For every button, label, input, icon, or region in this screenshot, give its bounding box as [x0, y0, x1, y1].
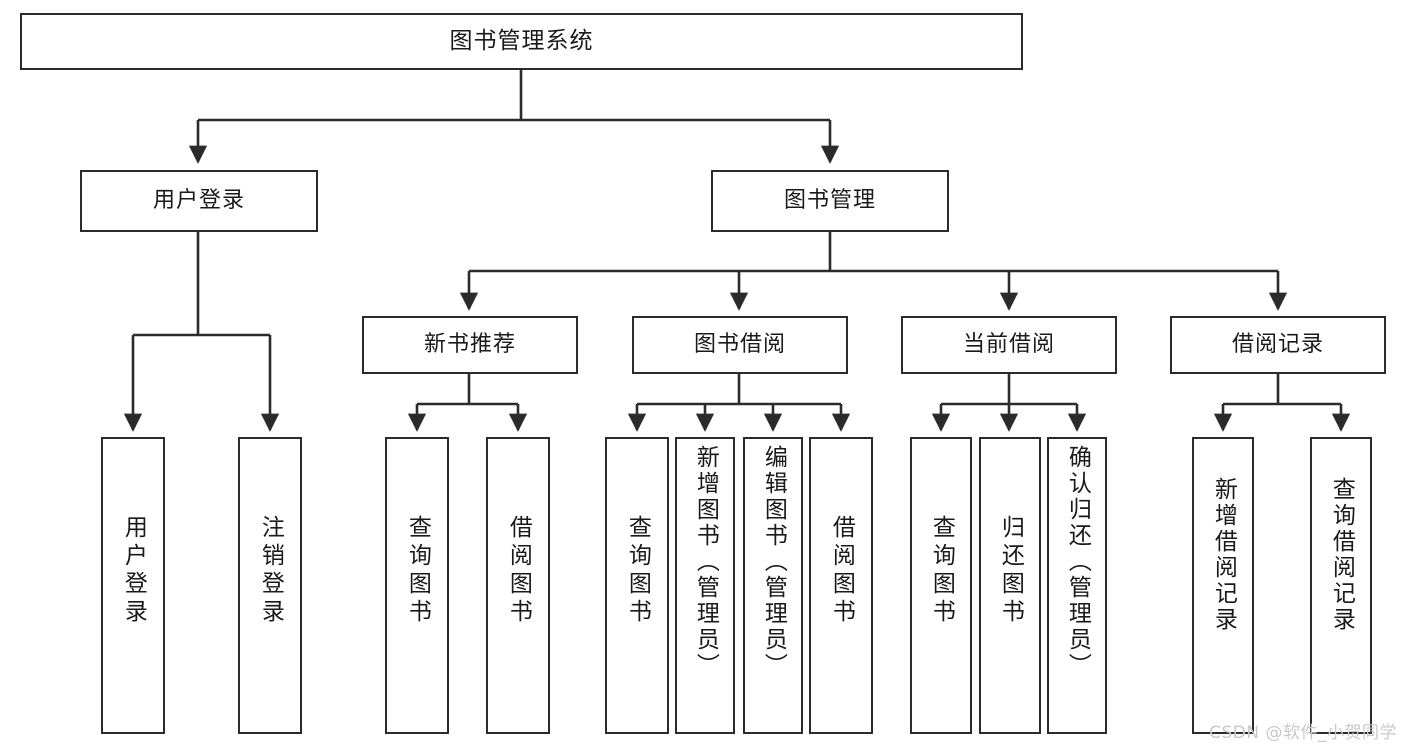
node-label: 图书借阅	[693, 332, 786, 358]
leaf-query-book-borrow[interactable]: 查询图书	[605, 437, 669, 734]
node-label: 用户登录	[120, 515, 147, 627]
node-label: 当前借阅	[962, 332, 1055, 358]
node-borrow-record[interactable]: 借阅记录	[1170, 316, 1386, 374]
leaf-query-book-current[interactable]: 查询图书	[910, 437, 972, 734]
node-book-management[interactable]: 图书管理	[711, 170, 949, 232]
node-user-login[interactable]: 用户登录	[80, 170, 318, 232]
leaf-edit-book-admin[interactable]: 编辑图书（管理员）	[743, 437, 803, 734]
node-label: 查询图书	[404, 515, 431, 627]
leaf-borrow-book-recommend[interactable]: 借阅图书	[486, 437, 550, 734]
node-book-borrow[interactable]: 图书借阅	[632, 316, 848, 374]
leaf-query-borrow-record[interactable]: 查询借阅记录	[1310, 437, 1372, 734]
node-label: 借阅图书	[505, 515, 532, 627]
node-current-borrow[interactable]: 当前借阅	[901, 316, 1117, 374]
node-label: 查询借阅记录	[1328, 477, 1355, 633]
node-label: 图书管理系统	[449, 27, 594, 54]
node-label: 用户登录	[152, 188, 245, 214]
leaf-add-book-admin[interactable]: 新增图书（管理员）	[675, 437, 735, 734]
leaf-borrow-book[interactable]: 借阅图书	[809, 437, 873, 734]
leaf-user-login[interactable]: 用户登录	[101, 437, 165, 734]
node-root-book-management-system[interactable]: 图书管理系统	[20, 13, 1023, 70]
node-label: 新书推荐	[423, 332, 516, 358]
leaf-add-borrow-record[interactable]: 新增借阅记录	[1192, 437, 1254, 734]
node-label: 注销登录	[257, 515, 284, 627]
node-label: 借阅图书	[828, 515, 855, 627]
node-label: 查询图书	[624, 515, 651, 627]
leaf-confirm-return-admin[interactable]: 确认归还（管理员）	[1047, 437, 1107, 734]
node-label: 图书管理	[783, 188, 876, 214]
node-label: 归还图书	[997, 515, 1024, 627]
leaf-logout[interactable]: 注销登录	[238, 437, 302, 734]
node-label: 查询图书	[928, 515, 955, 627]
node-new-book-recommend[interactable]: 新书推荐	[362, 316, 578, 374]
leaf-query-book-recommend[interactable]: 查询图书	[385, 437, 449, 734]
leaf-return-book[interactable]: 归还图书	[979, 437, 1041, 734]
node-label: 编辑图书（管理员）	[760, 445, 787, 679]
node-label: 借阅记录	[1231, 332, 1324, 358]
node-label: 确认归还（管理员）	[1064, 445, 1091, 679]
node-label: 新增借阅记录	[1210, 477, 1237, 633]
node-label: 新增图书（管理员）	[692, 445, 719, 679]
